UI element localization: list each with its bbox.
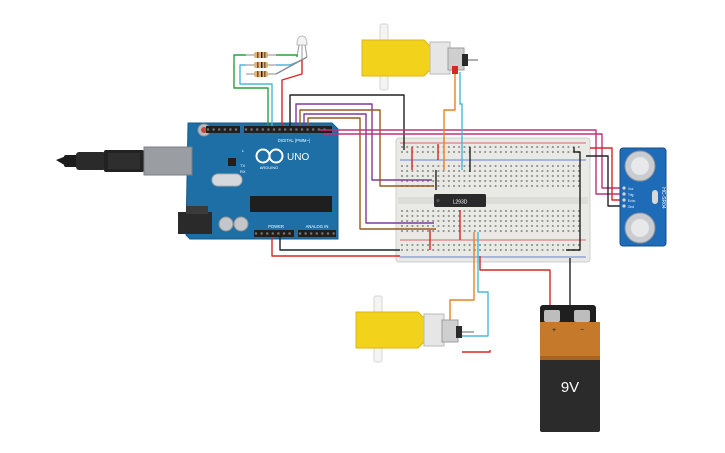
dc-motor-bottom[interactable] <box>355 295 474 363</box>
resistor-3[interactable] <box>246 71 276 77</box>
power-header-label: POWER <box>268 224 284 229</box>
chip-label: L293D <box>453 200 468 206</box>
rgb-led[interactable] <box>296 35 308 60</box>
led-label-l: L <box>242 148 245 153</box>
sensor-label: HC-SR04 <box>660 187 666 209</box>
arduino-uno-board[interactable]: DIGITAL (PWM~) POWER ANALOG IN UNO ARDUI… <box>56 122 339 240</box>
sensor-pin-vcc: Vcc <box>628 187 634 191</box>
dc-motor-top[interactable] <box>361 23 478 91</box>
sensor-pins <box>622 186 626 208</box>
crystal <box>211 173 243 187</box>
analog-header-label: ANALOG IN <box>306 224 329 229</box>
battery-9v[interactable]: + − 9V <box>540 305 600 432</box>
usb-port <box>143 146 193 176</box>
battery-plus-label: + <box>552 327 556 334</box>
header-pins <box>206 128 335 235</box>
ultrasonic-sensor[interactable]: HC-SR04 Vcc Trig Echo Gnd <box>619 147 667 247</box>
digital-header-label: DIGITAL (PWM~) <box>278 138 311 143</box>
battery-voltage-label: 9V <box>561 379 579 396</box>
sensor-pin-echo: Echo <box>628 199 635 203</box>
led-label-rx: RX <box>240 169 246 174</box>
battery-minus-label: − <box>580 327 584 334</box>
digital-header[interactable] <box>244 126 332 133</box>
usb-cable[interactable] <box>56 150 144 172</box>
resistor-2[interactable] <box>246 62 276 68</box>
breadboard[interactable]: L293D <box>395 137 591 263</box>
board-model-label: UNO <box>287 152 309 163</box>
l293d-chip[interactable]: L293D <box>434 194 486 207</box>
power-header[interactable] <box>254 230 294 237</box>
sensor-pin-trig: Trig <box>628 193 634 197</box>
dc-power-jack <box>178 212 212 234</box>
breadboard-holes <box>401 146 580 251</box>
arduino-logo <box>255 148 284 164</box>
led-label-tx: TX <box>240 163 245 168</box>
wires[interactable] <box>233 54 624 353</box>
sensor-pin-gnd: Gnd <box>628 205 634 209</box>
reset-button[interactable] <box>201 127 207 133</box>
atmega-chip <box>250 196 332 212</box>
resistor-1[interactable] <box>246 52 276 58</box>
arduino-maker-label: ARDUINO <box>260 165 278 170</box>
